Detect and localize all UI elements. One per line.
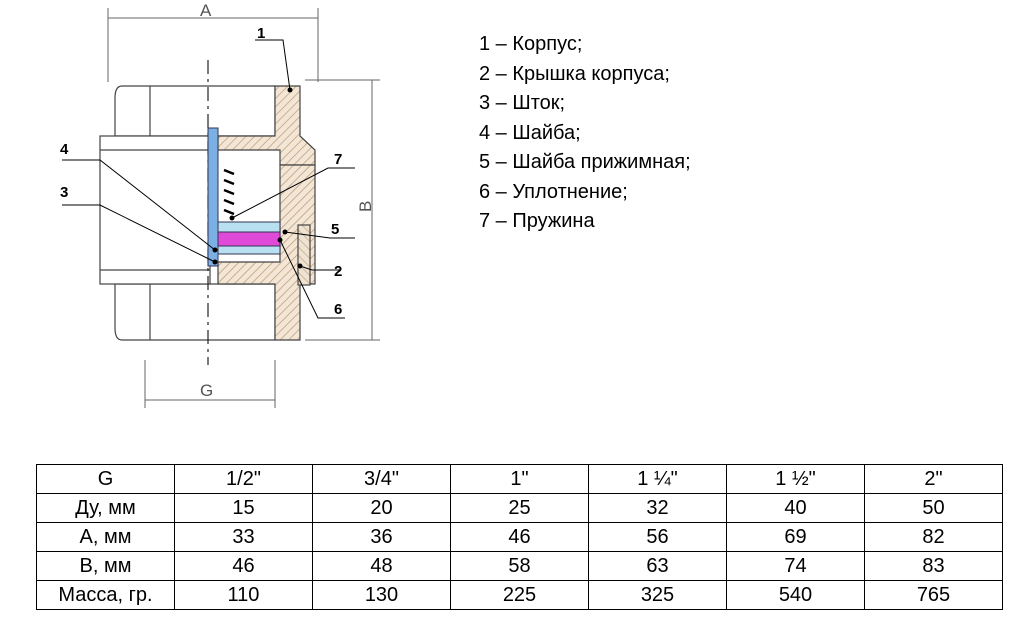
table-cell: Масса, гр. [36, 580, 175, 610]
table-cell: 82 [864, 522, 1003, 552]
table-cell: 20 [312, 493, 451, 523]
table-cell: 32 [588, 493, 727, 523]
dimension-b [305, 79, 380, 341]
callout-dots [212, 87, 303, 269]
table-cell: 540 [726, 580, 865, 610]
table-cell: В, мм [36, 551, 175, 581]
legend-item-4: 4 – Шайба; [479, 121, 581, 144]
pressure-washer [217, 245, 281, 255]
table-cell: 1" [450, 464, 589, 494]
callout-5: 5 [331, 221, 339, 238]
check-valve-drawing: A B G [60, 1, 380, 408]
table-cell: 69 [726, 522, 865, 552]
legend-item-2: 2 – Крышка корпуса; [479, 62, 670, 85]
table-row: Ду, мм 15 20 25 32 40 50 [36, 493, 1003, 523]
table-cell: 40 [726, 493, 865, 523]
table-cell: 1 ¼" [588, 464, 727, 494]
table-cell: 2" [864, 464, 1003, 494]
table-cell: 56 [588, 522, 727, 552]
dimension-g-label: G [200, 381, 213, 400]
legend-item-5: 5 – Шайба прижимная; [479, 151, 691, 173]
legend-item-1: 1 – Корпус; [479, 33, 583, 55]
legend-item-7: 7 – Пружина [479, 210, 595, 232]
valve-body-section [217, 85, 316, 341]
callout-2: 2 [334, 263, 342, 280]
dimension-g [144, 360, 276, 408]
table-cell: 3/4" [312, 464, 451, 494]
table-cell: 225 [450, 580, 589, 610]
table-cell: 46 [174, 551, 313, 581]
table-cell: 33 [174, 522, 313, 552]
table-row: В, мм 46 48 58 63 74 83 [36, 551, 1003, 581]
callout-4: 4 [60, 141, 69, 158]
stem [207, 127, 219, 267]
table-cell: 1/2" [174, 464, 313, 494]
table-cell: 130 [312, 580, 451, 610]
table-cell: 15 [174, 493, 313, 523]
table-cell: 63 [588, 551, 727, 581]
table-cell: 325 [588, 580, 727, 610]
callout-7: 7 [334, 151, 342, 168]
table-cell: Ду, мм [36, 493, 175, 523]
legend-item-3: 3 – Шток; [479, 92, 566, 114]
table-cell: 58 [450, 551, 589, 581]
table-row: Масса, гр. 110 130 225 325 540 765 [36, 580, 1003, 610]
table-cell: 36 [312, 522, 451, 552]
dimension-a-label: A [200, 1, 212, 20]
table-cell: G [36, 464, 175, 494]
table-cell: 110 [174, 580, 313, 610]
callout-leaders [62, 39, 355, 319]
valve-hex-nut [99, 85, 276, 341]
table-cell: 48 [312, 551, 451, 581]
table-cell: 25 [450, 493, 589, 523]
table-cell: 1 ½" [726, 464, 865, 494]
parts-legend: 1 – Корпус; 2 – Крышка корпуса; 3 – Шток… [479, 30, 691, 237]
table-cell: А, мм [36, 522, 175, 552]
table-row: А, мм 33 36 46 56 69 82 [36, 522, 1003, 552]
table-cell: 46 [450, 522, 589, 552]
spring [223, 168, 235, 216]
washer [217, 221, 281, 233]
callout-3: 3 [60, 184, 68, 201]
table-cell: 765 [864, 580, 1003, 610]
legend-item-6: 6 – Уплотнение; [479, 180, 628, 203]
callout-1: 1 [257, 25, 265, 42]
table-row: G 1/2" 3/4" 1" 1 ¼" 1 ½" 2" [36, 464, 1003, 494]
table-cell: 50 [864, 493, 1003, 523]
callout-6: 6 [334, 301, 342, 318]
seal [217, 231, 281, 247]
dimension-a [107, 8, 319, 82]
dimension-b-label: B [356, 201, 375, 212]
table-cell: 83 [864, 551, 1003, 581]
specs-table: G 1/2" 3/4" 1" 1 ¼" 1 ½" 2" Ду, мм 15 20… [36, 464, 1003, 610]
table-cell: 74 [726, 551, 865, 581]
